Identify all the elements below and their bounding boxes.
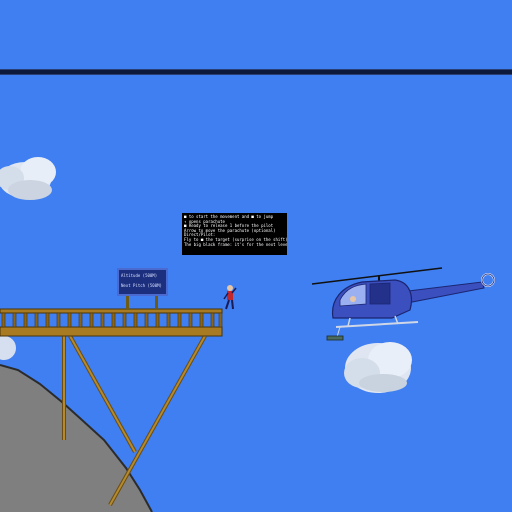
instruction-line: ■ Ready to release 1 before the pilot [184, 223, 274, 229]
instruction-line: The big black frame: it's for the next l… [184, 241, 287, 247]
base-jumper-icon[interactable] [223, 285, 237, 310]
altitude-signboard: Altitude (500M) Next Pitch (500M) [117, 268, 168, 296]
cloud-icon [344, 342, 412, 393]
instruction-line: Arrow to move the parachute (optional) [184, 227, 276, 233]
helicopter-icon[interactable] [311, 267, 495, 341]
instruction-line: ↑ opens parachute [184, 218, 225, 224]
instruction-line: Direct/Pilot: [184, 232, 216, 238]
instruction-line: Fly to ■ the target (surprise on the shi… [184, 236, 287, 242]
instructions-panel: ■ to start the movement and ■ to jump ↑ … [182, 213, 287, 255]
signboard-next-pitch-text: Next Pitch (500M) [121, 283, 162, 288]
signpost-right [155, 296, 158, 310]
cloud-icon [0, 157, 56, 200]
signboard-altitude-text: Altitude (500M) [121, 273, 158, 278]
bridge-deck [0, 308, 223, 337]
cloud-icon [0, 336, 16, 360]
sky-top [0, 0, 512, 70]
level-boundary-line [0, 69, 512, 75]
instruction-line: ■ to start the movement and ■ to jump [184, 214, 274, 219]
cliff [0, 365, 152, 512]
signpost-left [126, 296, 129, 310]
